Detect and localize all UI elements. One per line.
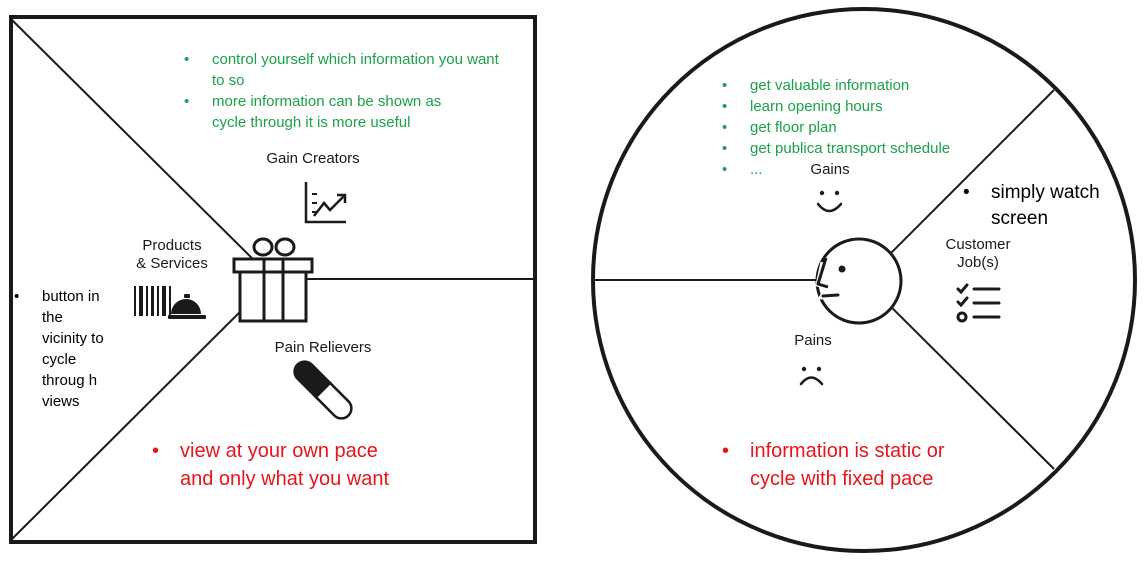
customer-jobs-label: Customer Job(s) [945, 236, 1011, 271]
profile-divider-lower-right [863, 279, 1055, 470]
gain-note: get publica transport schedule [722, 138, 982, 159]
gain-creator-note: more information can be shown as cycle t… [184, 91, 514, 133]
products-services-label: Products & Services [136, 237, 208, 272]
products-note: button in the vicinity to cycle throug h… [14, 286, 106, 412]
pain-reliever-notes: view at your own pace and only what you … [152, 437, 414, 493]
service-bell-icon [168, 294, 206, 319]
value-map [9, 15, 537, 544]
gain-notes: get valuable information learn opening h… [722, 75, 982, 180]
pain-relievers-label: Pain Relievers [274, 339, 372, 356]
gain-creators-label: Gain Creators [266, 150, 360, 167]
pain-notes: information is static or cycle with fixe… [722, 437, 972, 493]
value-map-divider-lower [10, 278, 274, 541]
gain-note: ... [722, 159, 982, 180]
frown-icon [799, 366, 824, 386]
gain-note: learn opening hours [722, 96, 982, 117]
smile-icon [816, 190, 843, 213]
value-map-divider-upper [10, 18, 274, 280]
job-notes: simply watch screen [963, 180, 1119, 232]
products-note-list: button in the vicinity to cycle throug h… [14, 286, 106, 412]
pill-icon [293, 360, 353, 420]
chart-trend-icon [304, 182, 347, 224]
barcode-icon [134, 286, 171, 316]
gain-note: get valuable information [722, 75, 982, 96]
gain-creator-note: control yourself which information you w… [184, 49, 514, 91]
face-profile-icon [815, 237, 903, 325]
gains-label: Gains [810, 161, 850, 178]
checklist-icon [956, 283, 1001, 323]
pains-label: Pains [794, 332, 832, 349]
job-note: simply watch screen [963, 180, 1119, 232]
profile-divider-upper-right [863, 89, 1055, 281]
pain-reliever-note: view at your own pace and only what you … [152, 437, 414, 493]
gift-icon [232, 237, 314, 323]
gain-note: get floor plan [722, 117, 982, 138]
pain-note: information is static or cycle with fixe… [722, 437, 972, 493]
gain-creator-notes: control yourself which information you w… [184, 49, 514, 133]
